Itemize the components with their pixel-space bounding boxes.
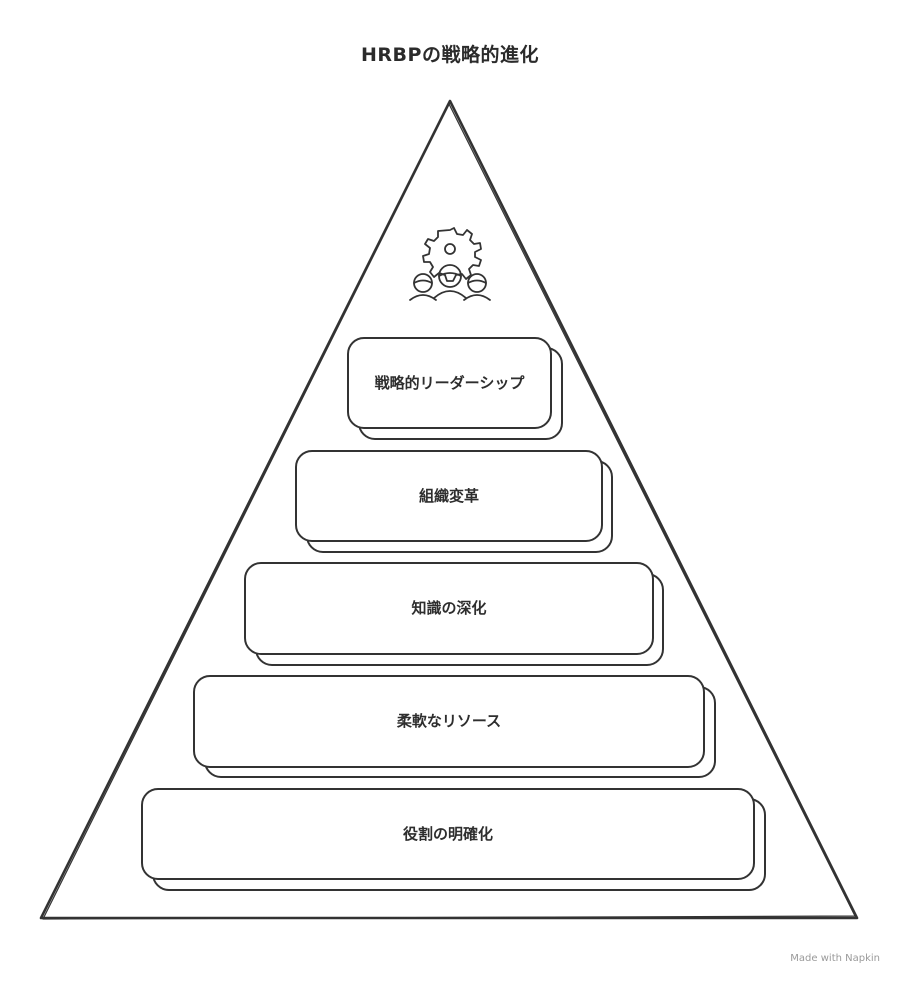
tier-label-4: 柔軟なリソース	[396, 712, 502, 731]
tier-box-5	[141, 788, 766, 891]
pyramid-outline	[39, 99, 859, 920]
tier-box-4	[193, 675, 716, 778]
tier-label-3: 知識の深化	[411, 599, 487, 618]
gear-and-team-icon	[409, 227, 491, 301]
diagram-title: HRBPの戦略的進化	[361, 44, 539, 66]
made-with-napkin-watermark: Made with Napkin	[790, 953, 880, 964]
tier-box-2	[295, 450, 613, 553]
tier-boxes	[141, 337, 766, 891]
tier-label-5: 役割の明確化	[402, 824, 493, 843]
tier-label-2: 組織変革	[418, 486, 479, 505]
tier-box-1	[347, 337, 563, 440]
tier-box-3	[244, 562, 664, 666]
tier-label-1: 戦略的リーダーシップ	[374, 373, 525, 392]
